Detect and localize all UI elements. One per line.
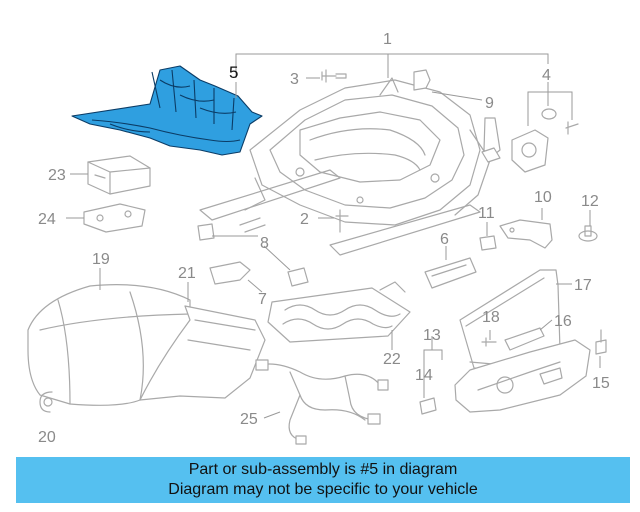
seat-parts-diagram: 1 2 3 4 5 6 7 8 9 10 11 12 13 14 15 16 1… <box>27 31 610 446</box>
callout-10: 10 <box>534 189 552 206</box>
callout-8: 8 <box>260 235 269 252</box>
part-5-seat-cushion-pan-highlighted[interactable] <box>71 65 263 156</box>
banner-line-2: Diagram may not be specific to your vehi… <box>168 481 478 498</box>
callout-22: 22 <box>383 351 401 368</box>
part-18-screw <box>481 337 497 347</box>
callout-24: 24 <box>38 211 56 228</box>
part-13-side-shield <box>454 339 591 413</box>
part-9-clip <box>413 69 501 163</box>
part-4-recliner <box>511 108 579 173</box>
callout-1: 1 <box>383 31 392 48</box>
part-3-bolt <box>321 69 347 83</box>
part-16-lever <box>504 327 545 351</box>
callout-16: 16 <box>554 313 572 330</box>
callout-14: 14 <box>415 367 433 384</box>
leader-lines <box>66 53 601 419</box>
part-2-bolt <box>335 209 349 233</box>
info-banner: Part or sub-assembly is #5 in diagram Di… <box>16 457 630 503</box>
callout-12: 12 <box>581 193 599 210</box>
part-24-bracket <box>83 203 146 233</box>
part-21-cushion-cover <box>139 305 266 401</box>
callout-3: 3 <box>290 71 299 88</box>
callout-5: 5 <box>229 63 238 82</box>
callout-13: 13 <box>423 327 441 344</box>
part-12-pin <box>578 225 598 242</box>
part-8-clip <box>197 223 309 287</box>
part-1-seat-frame <box>199 77 491 256</box>
callout-7: 7 <box>258 291 267 308</box>
callout-labels: 1 2 3 4 5 6 7 8 9 10 11 12 13 14 15 16 1… <box>38 31 610 446</box>
part-25-wire-harness <box>255 359 389 445</box>
banner-line-1: Part or sub-assembly is #5 in diagram <box>188 461 458 478</box>
part-14-clip <box>419 397 437 415</box>
part-19-seat-cushion <box>27 284 191 406</box>
part-7-cover-cap <box>209 261 251 285</box>
callout-18: 18 <box>482 309 500 326</box>
callout-15: 15 <box>592 375 610 392</box>
callout-9: 9 <box>485 95 494 112</box>
callout-11: 11 <box>478 205 495 222</box>
callout-6: 6 <box>440 231 449 248</box>
part-6-handle <box>424 257 477 289</box>
callout-2: 2 <box>300 211 309 228</box>
callout-20: 20 <box>38 429 56 446</box>
callout-17: 17 <box>574 277 592 294</box>
part-15-pin <box>595 329 607 355</box>
part-22-spring-mat <box>267 281 411 343</box>
callout-23: 23 <box>48 167 66 184</box>
callout-19: 19 <box>92 251 110 268</box>
callout-21: 21 <box>178 265 196 282</box>
part-23-control-module <box>87 155 151 195</box>
part-11-clip <box>479 235 497 251</box>
part-10-bracket <box>499 219 553 249</box>
callout-25: 25 <box>240 411 258 428</box>
callout-4: 4 <box>542 67 551 84</box>
part-20-clip <box>39 391 53 413</box>
